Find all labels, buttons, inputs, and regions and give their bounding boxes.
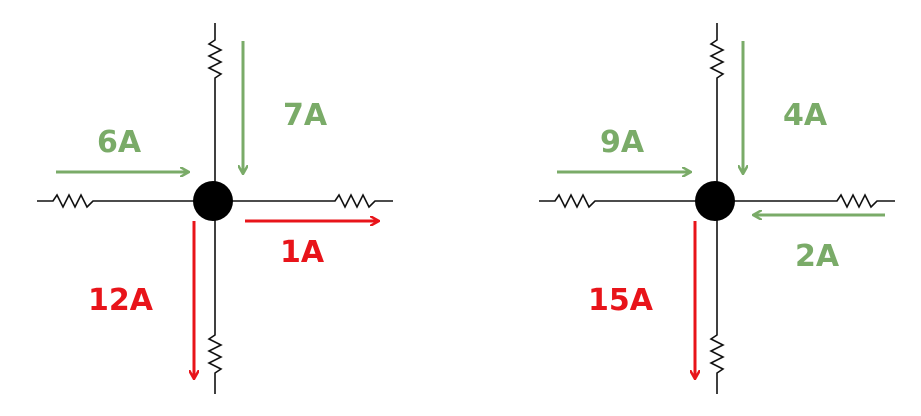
wire-top-with-resistor [709, 23, 725, 201]
label-15a: 15A [588, 283, 654, 318]
label-6a: 6A [97, 125, 142, 160]
wire-right-with-resistor [213, 193, 393, 209]
junction-node [193, 181, 233, 221]
label-1a: 1A [280, 235, 325, 270]
wire-right-with-resistor [715, 193, 895, 209]
junction-node [695, 181, 735, 221]
wires [539, 23, 895, 394]
junction-right: 9A 4A 2A 15A [539, 23, 895, 394]
wire-top-with-resistor [207, 23, 223, 201]
wire-left-with-resistor [37, 193, 213, 209]
label-7a: 7A [283, 98, 328, 133]
label-9a: 9A [600, 125, 645, 160]
label-4a: 4A [783, 98, 828, 133]
wires [37, 23, 393, 394]
junction-left: 6A 7A 1A 12A [37, 23, 393, 394]
wire-bottom-with-resistor [207, 201, 223, 394]
wire-bottom-with-resistor [709, 201, 725, 394]
label-12a: 12A [88, 283, 154, 318]
wire-left-with-resistor [539, 193, 715, 209]
label-2a: 2A [795, 239, 840, 274]
